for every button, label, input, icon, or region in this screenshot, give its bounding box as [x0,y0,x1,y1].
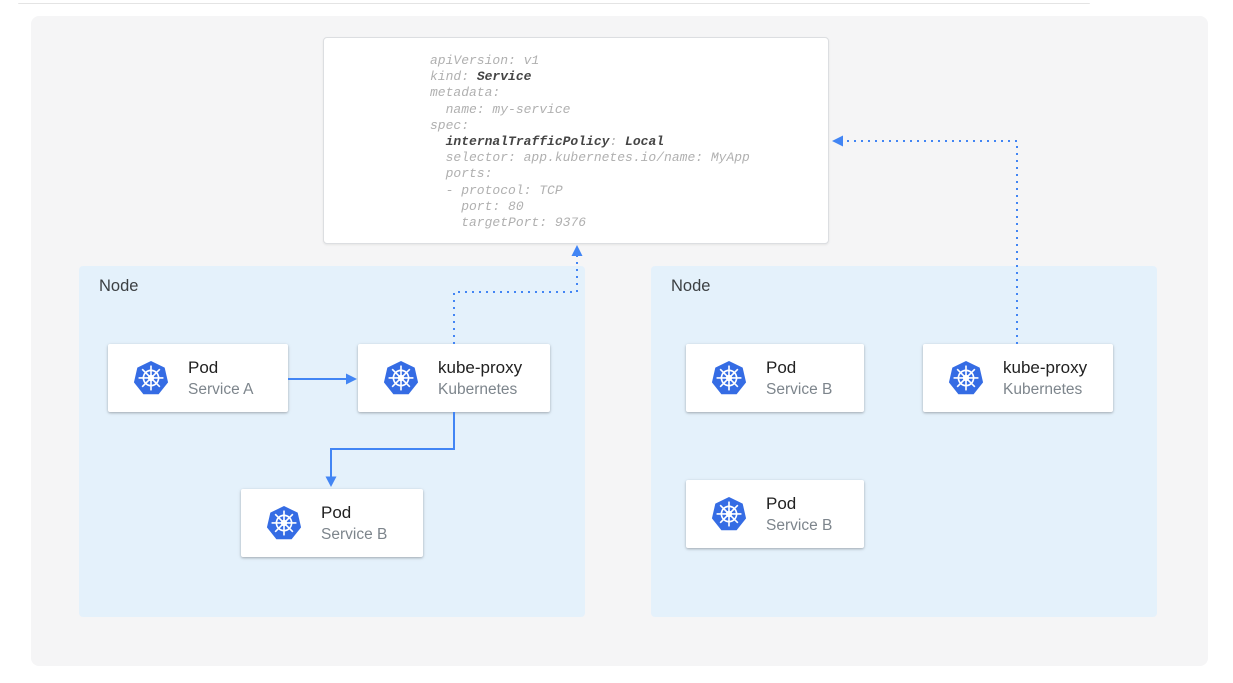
node-label: Node [99,277,139,295]
card-subtitle: Service B [766,516,833,534]
service-yaml-box: apiVersion: v1 kind: Service metadata: n… [323,37,829,244]
kubernetes-logo-icon [947,360,985,397]
card-subtitle: Kubernetes [1003,380,1083,398]
node-label: Node [671,277,711,295]
card-kube-proxy-right: kube-proxy Kubernetes [923,344,1113,412]
kubernetes-logo-icon [710,496,748,533]
card-pod-service-b-right-bottom: Pod Service B [686,480,864,548]
code-line: name: my-service [430,101,571,117]
card-subtitle: Kubernetes [438,380,518,398]
card-subtitle: Service B [766,380,833,398]
code-line: - protocol: TCP [430,182,563,198]
kubernetes-logo-icon [382,360,420,397]
card-subtitle: Service A [188,380,254,398]
card-pod-service-b-left: Pod Service B [241,489,423,557]
kubernetes-logo-icon [132,360,170,397]
code-line: port: 80 [430,198,524,214]
code-line: metadata: [430,85,501,101]
kubernetes-logo-icon [710,360,748,397]
kubernetes-logo-icon [265,505,303,542]
code-line: kind: Service [430,69,532,85]
code-line: selector: app.kubernetes.io/name: MyApp [430,150,750,166]
card-title: kube-proxy [438,357,523,377]
diagram-canvas: apiVersion: v1 kind: Service metadata: n… [31,16,1208,666]
card-title: Pod [766,357,797,377]
card-subtitle: Service B [321,525,388,543]
code-line: targetPort: 9376 [430,215,587,231]
top-divider [18,3,1090,4]
card-title: Pod [766,493,797,513]
code-line: spec: [430,117,470,133]
card-pod-service-b-right-top: Pod Service B [686,344,864,412]
node-box-left: Node Pod Service A [79,266,585,617]
code-line: ports: [430,166,493,182]
card-kube-proxy-left: kube-proxy Kubernetes [358,344,550,412]
card-title: kube-proxy [1003,357,1088,377]
node-box-right: Node Pod Service B [651,266,1157,617]
code-line: apiVersion: v1 [430,53,540,68]
card-pod-service-a: Pod Service A [108,344,288,412]
code-line: internalTrafficPolicy: Local [445,134,665,150]
card-title: Pod [321,502,352,522]
card-title: Pod [188,357,219,377]
